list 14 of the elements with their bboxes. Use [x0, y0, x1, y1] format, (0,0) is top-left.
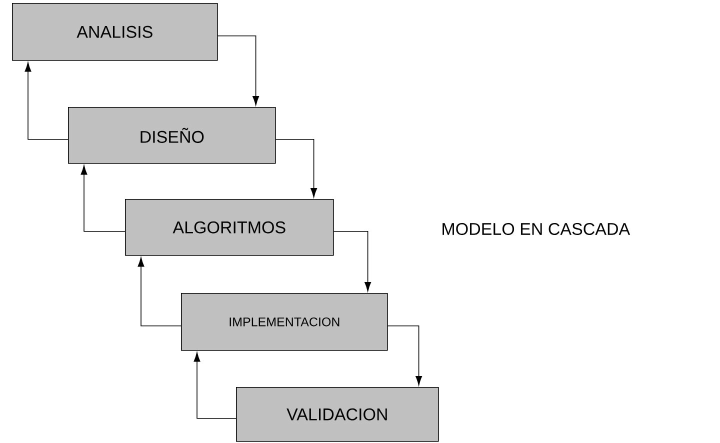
process-box: ANALISIS — [12, 3, 218, 61]
arrow — [217, 36, 260, 106]
arrow — [333, 231, 372, 292]
arrow — [80, 165, 126, 232]
arrow — [138, 257, 182, 326]
arrow — [24, 62, 68, 140]
arrow — [194, 352, 236, 419]
process-box: IMPLEMENTACION — [181, 293, 388, 351]
process-box: VALIDACION — [236, 387, 439, 442]
arrow — [275, 138, 318, 198]
process-box: ALGORITMOS — [125, 198, 334, 256]
arrow — [387, 326, 422, 386]
diagram-title: MODELO EN CASCADA — [442, 222, 630, 236]
process-box: DISEÑO — [68, 107, 276, 164]
